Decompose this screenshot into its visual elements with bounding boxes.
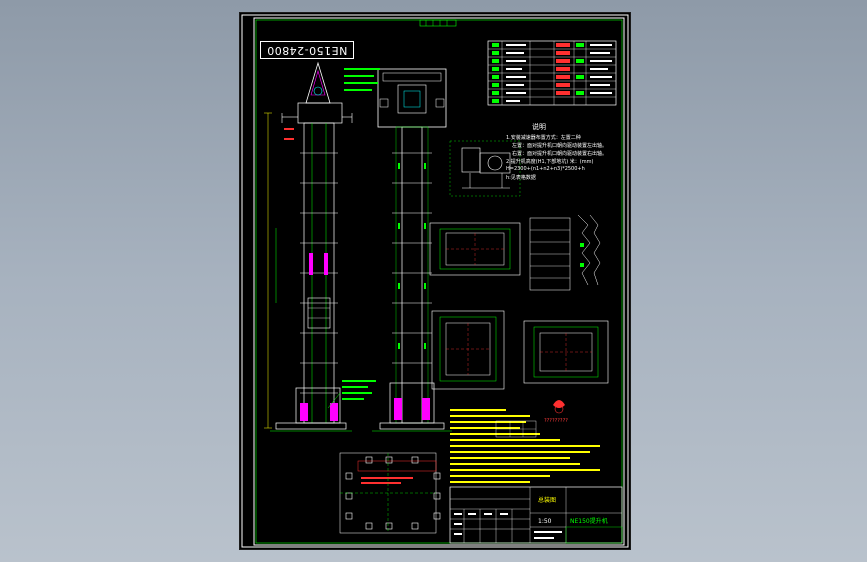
note-line-2: 左置：面对提升机口朝向驱动装置左出轴。: [512, 143, 608, 149]
cad-drawing-sheet: NE150-24800 说明 1.安装减速器布置方式：左置二种 左置：面对提升机…: [240, 13, 630, 549]
title-block-main-label: 总装图: [538, 497, 557, 504]
note-line-6: h:见表格数据: [506, 175, 536, 181]
elevator-front-view: [344, 68, 452, 432]
section-view-a: [429, 222, 521, 276]
foundation-plan: [339, 452, 441, 534]
section-view-b: [431, 310, 505, 390]
title-block: [449, 486, 623, 544]
note-line-1: 1.安装减速器布置方式：左置二种: [506, 135, 581, 141]
note-line-4: 2.提升机高度(H1,下部地坑) 米：(mm): [506, 159, 594, 165]
company-logo: [553, 400, 565, 414]
notes-heading: 说明: [532, 123, 546, 131]
section-view-c: [523, 320, 609, 384]
notes-table: [495, 420, 537, 438]
drive-detail: [449, 140, 521, 197]
spec-table: [487, 40, 617, 106]
title-block-scale: 1:50: [538, 518, 552, 525]
technical-requirements-lines: [450, 409, 600, 483]
note-line-5: H=2300+(n1+n2+n3)*2500+h: [506, 166, 585, 172]
section-view-chain: [529, 214, 601, 291]
cad-drawing-canvas: [241, 14, 629, 548]
title-block-product-name: NE150提升机: [570, 518, 608, 525]
elevator-side-view: [264, 61, 376, 432]
note-line-3: 右置：面对提升机口朝向驱动装置右出轴。: [512, 151, 608, 157]
company-name: ?????????: [544, 418, 568, 424]
drawing-title: NE150-24800: [260, 41, 354, 59]
